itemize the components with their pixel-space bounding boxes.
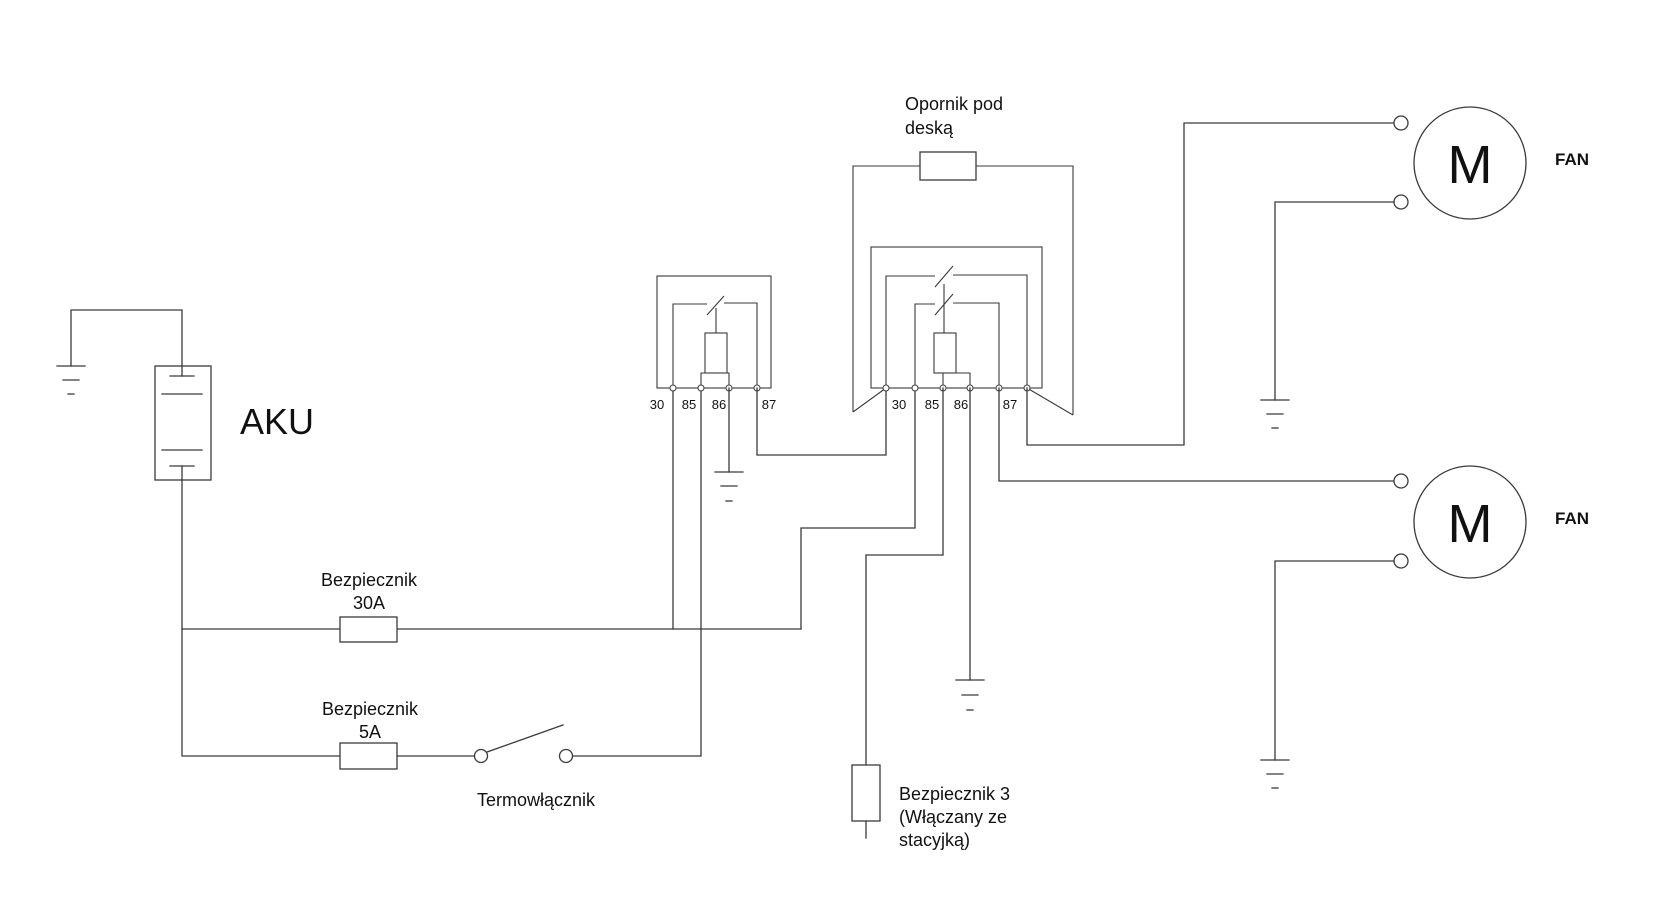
motor-2-feed-wire (998, 387, 1395, 482)
fuse-3-label-2: (Włączany ze (899, 807, 1007, 827)
relay-2-pin-86: 86 (954, 397, 968, 412)
thermo-switch-terminal-left (473, 748, 489, 764)
fuse-30a-body (339, 616, 398, 643)
motor-1-feed-wire (1026, 122, 1395, 446)
relay-1-coil (704, 332, 728, 374)
motor-1-label: FAN (1555, 150, 1589, 169)
motor-1: M FAN (1393, 106, 1589, 220)
relay-1-contact (706, 295, 725, 316)
ground-symbol (56, 365, 86, 395)
battery-ground-wire (70, 309, 183, 367)
relay-2-contact-upper (934, 265, 954, 288)
fuse-5a-body (339, 742, 398, 770)
resistor-body (919, 151, 977, 181)
battery-label: AKU (240, 401, 314, 442)
ground-symbol (1260, 399, 1290, 429)
thermo-switch: Termowłącznik (473, 724, 596, 810)
motor-1-terminal-top (1393, 115, 1409, 131)
ground-symbol (1260, 759, 1290, 789)
fuse-5a: Bezpiecznik 5A (322, 699, 419, 770)
fuse-5a-label-2: 5A (359, 722, 381, 742)
motor-1-terminal-bottom (1393, 194, 1409, 210)
relay-1-pin-86: 86 (712, 397, 726, 412)
resistor: Opornik pod deską (852, 94, 1074, 415)
relay-1-pin-85: 85 (682, 397, 696, 412)
relay-2-pin-85: 85 (925, 397, 939, 412)
battery-body (154, 365, 212, 481)
motor-1-ground-wire (1274, 201, 1395, 401)
fuse-3-body (851, 764, 881, 822)
motor-1-body (1413, 106, 1527, 220)
relay-2-pin-30: 30 (892, 397, 906, 412)
motor-2-terminal-top (1393, 473, 1409, 489)
thermo-switch-label: Termowłącznik (477, 790, 596, 810)
motor-2-ground-wire (1274, 560, 1395, 761)
relay-2-housing (870, 246, 1043, 389)
fuse-3: Bezpiecznik 3 (Włączany ze stacyjką) (851, 764, 1010, 850)
motor-1-symbol: M (1448, 135, 1493, 195)
main-feed-wire (181, 387, 916, 757)
fuse-3-label-3: stacyjką) (899, 830, 970, 850)
fuse-30a: Bezpiecznik 30A (321, 570, 418, 643)
fuse-30a-label-1: Bezpiecznik (321, 570, 418, 590)
thermo-switch-terminal-right (558, 748, 574, 764)
ground-symbol (714, 471, 744, 502)
relay-1: 30 85 86 87 (650, 275, 776, 412)
resistor-label-1: Opornik pod (905, 94, 1003, 114)
relay-2-pin-87: 87 (1003, 397, 1017, 412)
relay-2-coil (933, 332, 957, 374)
thermo-switch-blade (486, 724, 564, 753)
ground-symbol (955, 679, 985, 711)
ignition-wire (865, 387, 944, 766)
motor-2-body (1413, 465, 1527, 579)
fuse-30a-label-2: 30A (353, 593, 385, 613)
fuse-3-label-1: Bezpiecznik 3 (899, 784, 1010, 804)
resistor-label-2: deską (905, 118, 954, 138)
battery: AKU (154, 365, 314, 481)
relay-1-housing (656, 275, 772, 389)
relay-1-pin-87: 87 (762, 397, 776, 412)
motor-2-label: FAN (1555, 509, 1589, 528)
thermo-switch-wire (396, 387, 702, 757)
relay-link-wire (756, 387, 887, 456)
motor-2-symbol: M (1448, 494, 1493, 554)
fuse-5a-label-1: Bezpiecznik (322, 699, 419, 719)
relay-2: 30 85 86 87 (852, 246, 1074, 416)
motor-2: M FAN (1393, 465, 1589, 579)
relay-1-pin-30: 30 (650, 397, 664, 412)
motor-2-terminal-bottom (1393, 553, 1409, 569)
